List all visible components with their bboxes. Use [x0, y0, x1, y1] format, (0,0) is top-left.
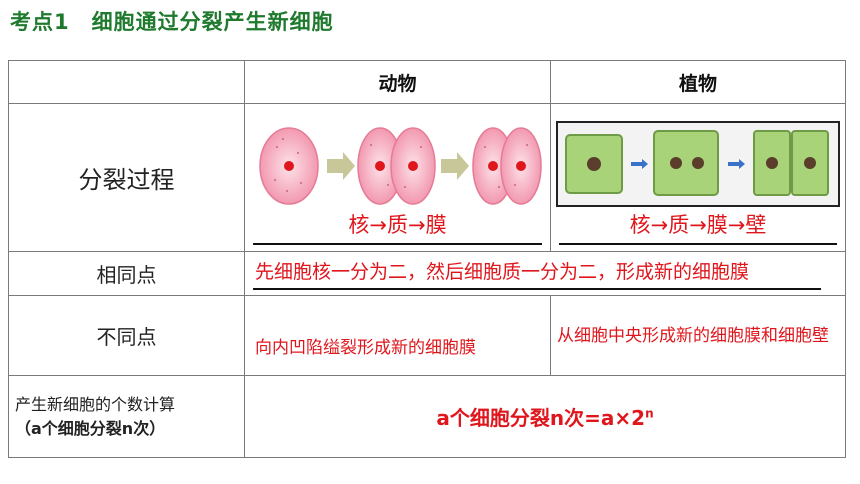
plant-cell-2: [653, 129, 719, 196]
animal-division-illustration: [258, 126, 542, 205]
plant-sequence: 核→质→膜→壁: [629, 212, 767, 237]
row-count: 产生新细胞的个数计算 （a个细胞分裂n次） a个细胞分裂n次=a×2n: [8, 375, 846, 458]
plant-cell-3: [753, 129, 829, 196]
topic-label: 考点1: [10, 10, 70, 34]
label-process: 分裂过程: [8, 103, 245, 252]
row-diff: 不同点 向内凹陷缢裂形成新的细胞膜 从细胞中央形成新的细胞膜和细胞壁: [8, 295, 846, 376]
animal-cell-2: [356, 126, 436, 205]
cell-plant-process: 核→质→膜→壁: [550, 103, 846, 252]
animal-cell-1: [258, 126, 319, 205]
cell-same: 先细胞核一分为二，然后细胞质一分为二，形成新的细胞膜: [244, 251, 846, 296]
row-same: 相同点 先细胞核一分为二，然后细胞质一分为二，形成新的细胞膜: [8, 251, 846, 296]
topic-text: 细胞通过分裂产生新细胞: [91, 10, 334, 34]
header-blank: [8, 60, 245, 104]
arrow-right-icon: [631, 158, 648, 169]
count-formula: a个细胞分裂n次=a×2n: [244, 375, 846, 458]
page-title: 考点1 细胞通过分裂产生新细胞: [10, 6, 334, 36]
header-animal: 动物: [244, 60, 551, 104]
header-plant: 植物: [550, 60, 846, 104]
animal-sequence: 核→质→膜: [348, 212, 447, 237]
formula-exponent: n: [645, 406, 654, 421]
cell-animal-process: 核→质→膜: [244, 103, 551, 252]
plant-division-illustration: [556, 120, 840, 207]
diff-animal: 向内凹陷缢裂形成新的细胞膜: [244, 295, 551, 376]
underline: [253, 242, 542, 245]
arrow-right-icon: [728, 158, 745, 169]
header-row: 动物 植物: [8, 60, 846, 104]
label-same: 相同点: [8, 251, 245, 296]
arrow-right-icon: [440, 151, 469, 180]
comparison-table: 动物 植物 分裂过程: [8, 60, 846, 458]
label-count: 产生新细胞的个数计算 （a个细胞分裂n次）: [8, 375, 245, 458]
same-text: 先细胞核一分为二，然后细胞质一分为二，形成新的细胞膜: [255, 261, 750, 283]
plant-cell-1: [565, 133, 623, 194]
count-label-line1: 产生新细胞的个数计算: [15, 394, 176, 414]
animal-cell-3: [471, 126, 542, 205]
count-label-line2: （a个细胞分裂n次）: [15, 418, 166, 438]
underline: [559, 242, 837, 245]
formula-main: a个细胞分裂n次=a×2: [436, 406, 646, 430]
arrow-right-icon: [326, 151, 355, 180]
row-process: 分裂过程: [8, 103, 846, 252]
label-diff: 不同点: [8, 295, 245, 376]
diff-plant: 从细胞中央形成新的细胞膜和细胞壁: [550, 295, 846, 376]
underline: [253, 288, 821, 290]
